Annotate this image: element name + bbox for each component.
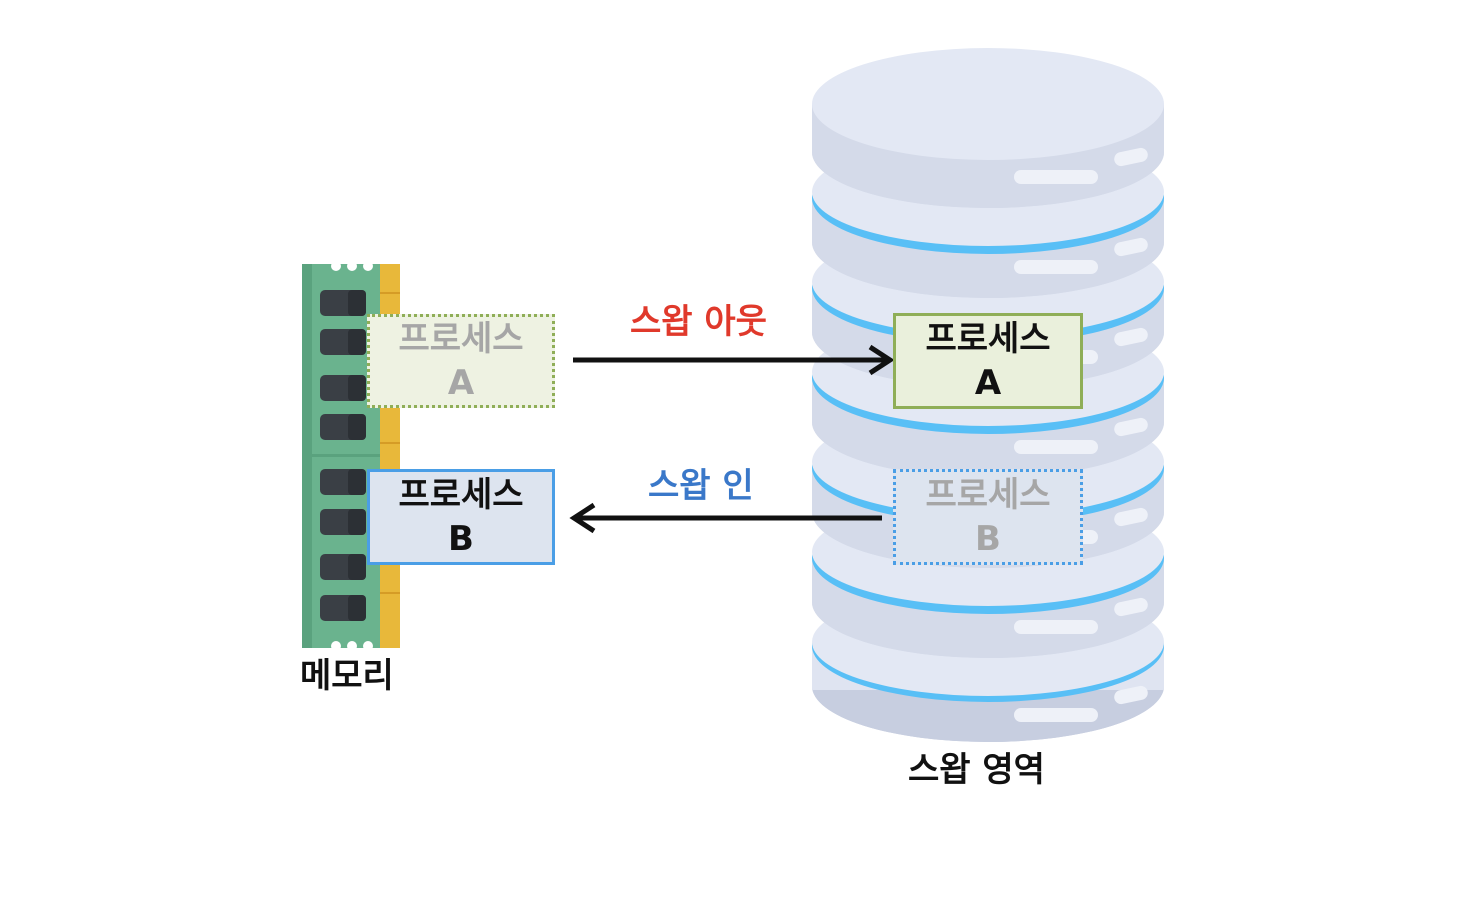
process-title: 프로세스 bbox=[925, 475, 1051, 515]
process-id: A bbox=[447, 363, 475, 403]
process-id: B bbox=[975, 519, 1001, 559]
swap-out-arrow bbox=[573, 344, 895, 376]
memory-label: 메모리 bbox=[300, 656, 394, 696]
memory-process-b: 프로세스 B bbox=[367, 469, 555, 565]
swap-out-label: 스왑 아웃 bbox=[630, 302, 767, 342]
swap-in-label: 스왑 인 bbox=[648, 466, 754, 506]
process-title: 프로세스 bbox=[925, 319, 1051, 359]
swap-in-arrow bbox=[569, 502, 882, 534]
swap-process-b-ghost: 프로세스 B bbox=[893, 469, 1083, 565]
swap-area-label: 스왑 영역 bbox=[908, 750, 1045, 790]
process-id: B bbox=[448, 519, 474, 559]
process-id: A bbox=[974, 363, 1002, 403]
process-title: 프로세스 bbox=[398, 319, 524, 359]
process-title: 프로세스 bbox=[398, 475, 524, 515]
swap-process-a: 프로세스 A bbox=[893, 313, 1083, 409]
memory-process-a-ghost: 프로세스 A bbox=[367, 314, 555, 408]
